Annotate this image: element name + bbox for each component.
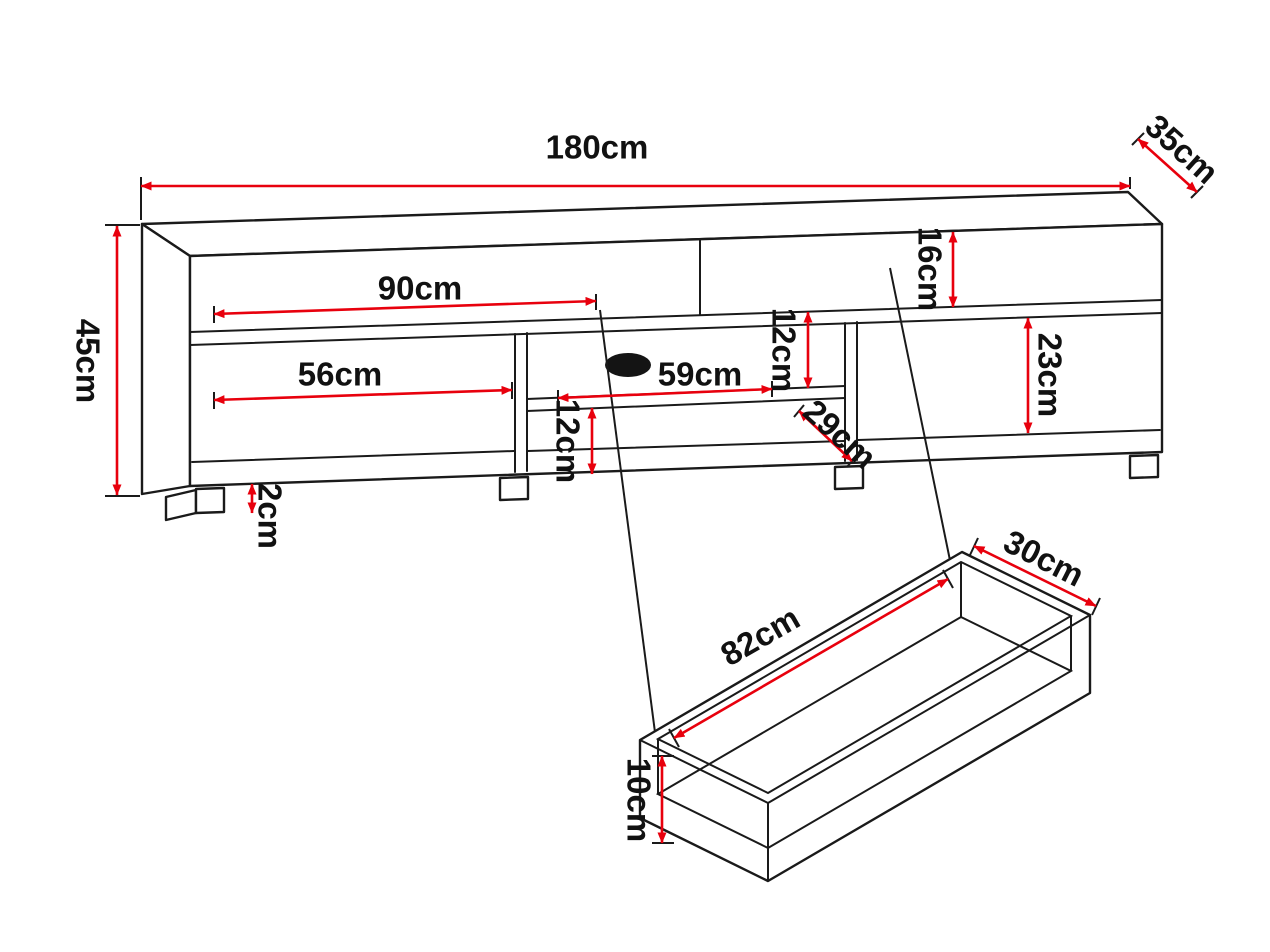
dim-line-drawer-length	[673, 577, 949, 740]
dim-label-right-compartment-height: 23cm	[1032, 333, 1069, 417]
dim-label-left-compartment-width: 56cm	[298, 356, 382, 393]
dim-label-lower-shelf-gap: 12cm	[550, 399, 587, 483]
cable-hole	[605, 353, 651, 377]
dim-label-middle-compartment-width: 59cm	[658, 356, 742, 393]
dim-line-total-depth	[1137, 138, 1198, 193]
cabinet-interior-lines	[189, 238, 1163, 473]
foot-right	[1128, 453, 1160, 480]
dim-label-upper-shelf-gap: 12cm	[766, 308, 803, 392]
dim-line-middle-shelf-depth	[798, 410, 853, 462]
dim-label-total-height: 45cm	[70, 319, 107, 403]
dim-label-drawer-front-height: 16cm	[912, 227, 949, 311]
dim-label-total-width: 180cm	[546, 129, 649, 166]
drawer-drawing	[638, 550, 1092, 883]
foot-mid-left	[498, 475, 530, 502]
dim-label-drawer-front-width: 90cm	[378, 270, 462, 307]
tv-stand-drawing	[140, 190, 1164, 522]
dim-label-foot-height: 2cm	[252, 483, 289, 549]
drawer-leader-lines	[599, 267, 954, 741]
dim-line-drawer-width	[973, 544, 1097, 608]
cabinet-left-side-face	[140, 222, 192, 496]
cabinet-feet	[164, 453, 1160, 522]
foot-left-side	[164, 488, 198, 522]
dim-line-middle-compartment-width	[557, 384, 773, 403]
dim-line-drawer-front-width	[213, 296, 597, 319]
cabinet-front-face	[188, 222, 1164, 488]
foot-mid-right	[833, 464, 865, 491]
drawer-outer-shell	[638, 550, 1092, 883]
dim-label-drawer-side-height: 10cm	[621, 758, 658, 842]
foot-left	[194, 486, 226, 515]
dim-line-left-compartment-width	[213, 385, 513, 405]
